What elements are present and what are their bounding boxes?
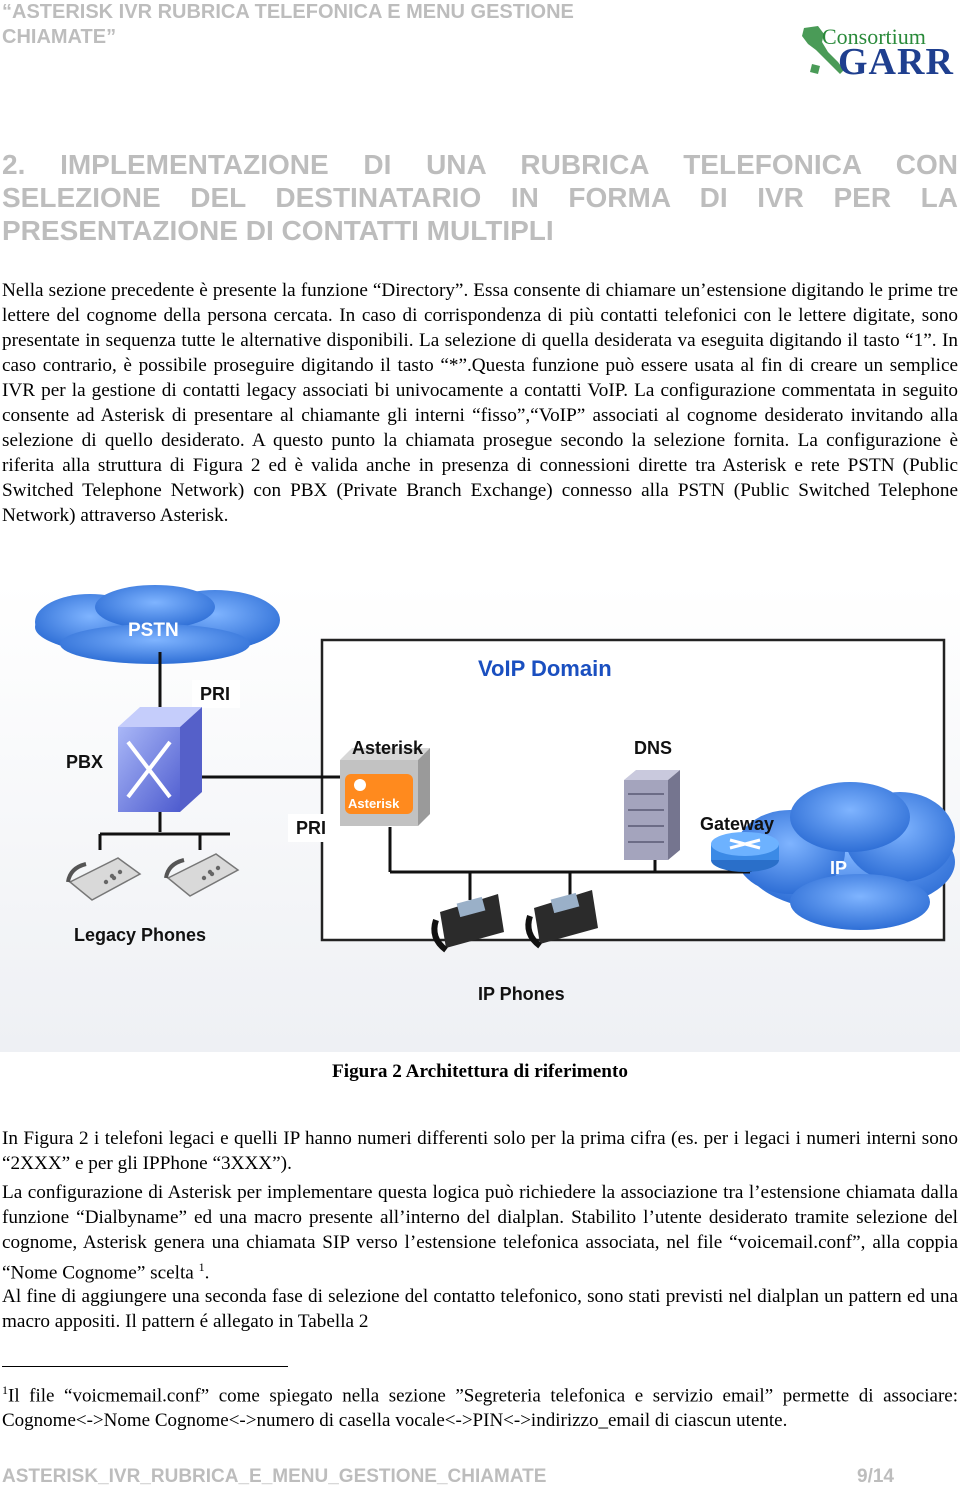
footnote-mark: 1: [2, 1383, 8, 1397]
gateway-router-icon: [711, 832, 779, 872]
paragraph-phone-numbers: In Figura 2 i telefoni legaci e quelli I…: [2, 1128, 958, 1174]
page-footer: ASTERISK_IVR_RUBRICA_E_MENU_GESTIONE_CHI…: [2, 1466, 958, 1488]
document-header-title: “ASTERISK IVR RUBRICA TELEFONICA E MENU …: [2, 1, 574, 48]
ip-label: IP: [830, 858, 847, 878]
legacy-phone-icon-1: [66, 857, 142, 901]
pbx-switch-icon: [118, 707, 202, 812]
paragraph-dialbyname: La configurazione di Asterisk per implem…: [2, 1180, 958, 1285]
legacy-phones-label: Legacy Phones: [74, 925, 206, 945]
paragraph-directory: Nella sezione precedente è presente la f…: [2, 280, 958, 526]
paragraph-pattern: Al fine di aggiungere una seconda fase d…: [2, 1286, 958, 1332]
logo-garr-text: GARR: [838, 41, 954, 83]
ip-phone-icon-2: [525, 890, 598, 949]
ip-phones-label: IP Phones: [478, 984, 565, 1004]
footnote-separator: [2, 1366, 288, 1367]
ip-cloud: [735, 782, 955, 930]
italy-map-icon: [802, 26, 844, 74]
paragraph-dialbyname-end: .: [204, 1262, 210, 1284]
asterisk-logo-text: Asterisk: [348, 796, 400, 811]
footer-document-name: ASTERISK_IVR_RUBRICA_E_MENU_GESTIONE_CHI…: [2, 1466, 547, 1487]
legacy-phone-icon-2: [164, 853, 240, 897]
pri-top-box: [192, 680, 240, 708]
pstn-cloud: [35, 585, 280, 664]
architecture-figure: PSTN IP PRI PRI: [0, 582, 960, 1052]
consortium-garr-logo: Consortium GARR: [794, 22, 954, 83]
pri-mid-label: PRI: [296, 818, 326, 838]
gateway-label: Gateway: [700, 814, 774, 834]
architecture-diagram: PSTN IP PRI PRI: [0, 582, 960, 1052]
pstn-label: PSTN: [128, 620, 179, 641]
asterisk-server-icon: [340, 748, 430, 826]
asterisk-label: Asterisk: [352, 738, 424, 758]
section-title: 2. IMPLEMENTAZIONE DI UNA RUBRICA TELEFO…: [2, 149, 958, 246]
footnote-text: Il file “voicmemail.conf” come spiegato …: [2, 1385, 958, 1432]
logo-consortium-text: Consortium: [822, 24, 926, 49]
footer-page-number: 9/14: [857, 1466, 894, 1487]
pri-mid-box: [288, 814, 336, 842]
voip-domain-label: VoIP Domain: [478, 656, 612, 681]
footnote-reference: 1: [198, 1260, 205, 1274]
figure-caption: Figura 2 Architettura di riferimento: [332, 1061, 628, 1082]
dns-server-icon: [624, 770, 680, 860]
footnote: 1Il file “voicmemail.conf” come spiegato…: [2, 1378, 958, 1433]
dns-label: DNS: [634, 738, 672, 758]
paragraph-dialbyname-text: La configurazione di Asterisk per implem…: [2, 1182, 958, 1284]
pbx-label: PBX: [66, 752, 103, 772]
pri-top-label: PRI: [200, 684, 230, 704]
ip-phone-icon-1: [431, 894, 504, 953]
